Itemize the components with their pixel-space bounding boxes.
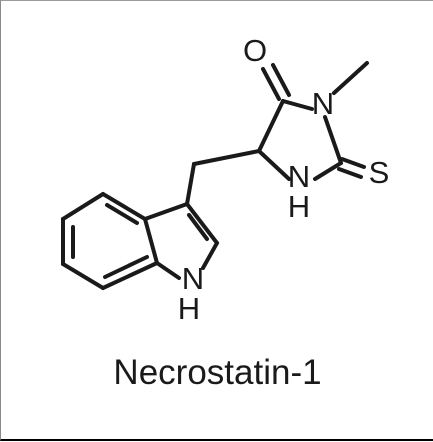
bond-n3-methyl (332, 61, 369, 95)
bond-c3a-c4 (101, 192, 147, 221)
bond-ch2-indole-c3 (185, 162, 196, 206)
atom-hydrogen-indole: H (178, 291, 200, 326)
bond-c7-c7a (101, 261, 159, 290)
bond-c2-s-b (337, 167, 363, 179)
atom-oxygen: O (243, 33, 267, 68)
compound-name-caption: Necrostatin-1 (113, 353, 322, 392)
bond-c6-c7 (61, 262, 105, 290)
bond-c5-ch2 (192, 149, 261, 166)
atom-hydrogen-nh: H (288, 189, 310, 224)
atom-nitrogen-indole: N (182, 261, 204, 296)
bond-aromatic-inner-1 (105, 203, 139, 225)
bond-c2-n1 (313, 161, 343, 181)
atom-sulfur: S (369, 155, 390, 190)
bond-c4-n3 (281, 99, 314, 111)
bond-c3-c2-inner (187, 213, 209, 241)
bond-c2-s-a (340, 157, 366, 169)
bond-n3-c2 (323, 115, 343, 165)
bond-n1-c7a (155, 261, 181, 280)
bond-c4-o-a (261, 67, 281, 101)
bond-c3-c2 (185, 202, 219, 245)
bond-aromatic-inner-3 (103, 255, 149, 279)
atom-nitrogen-methyl: N (312, 86, 334, 121)
bond-c3a-c7a (143, 217, 159, 265)
bond-c3-c3a (143, 202, 189, 221)
bond-c5-c4 (257, 99, 285, 153)
bond-c2-n1-indole (201, 241, 219, 270)
bond-c4-o-b (271, 63, 291, 97)
atom-nitrogen-nh: N (288, 159, 310, 194)
bond-n1-c5 (257, 149, 291, 181)
bond-c4-c5 (61, 192, 105, 221)
